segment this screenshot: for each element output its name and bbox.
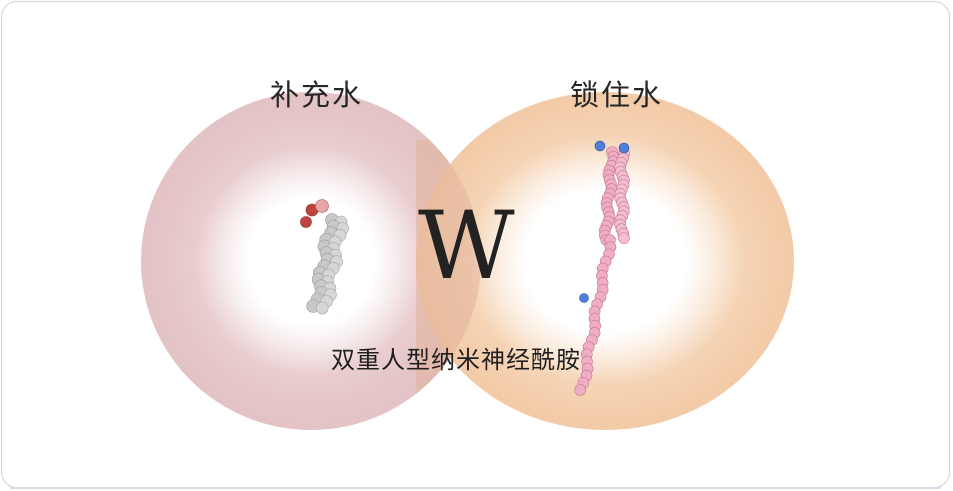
ceramide-subtitle: 双重人型纳米神经酰胺 bbox=[331, 346, 581, 374]
lock-water-label: 锁住水 bbox=[570, 78, 664, 112]
circle-overlap bbox=[416, 140, 486, 400]
pink-molecule-icon bbox=[574, 140, 630, 396]
gray-molecule-icon bbox=[300, 199, 349, 315]
replenish-water-label: 补充水 bbox=[270, 78, 364, 112]
center-letter-w: W bbox=[418, 192, 515, 301]
